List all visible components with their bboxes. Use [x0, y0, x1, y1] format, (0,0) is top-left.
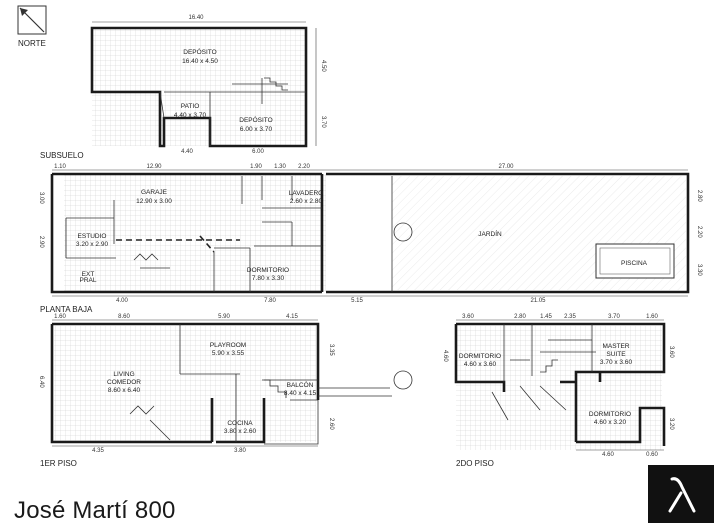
- dim-p1-bottom-2: 3.80: [234, 448, 246, 454]
- lambda-logo-icon: [668, 477, 696, 513]
- dim-pb-top-6: 27.00: [498, 164, 514, 170]
- dim-p2-top-4: 2.35: [564, 314, 576, 320]
- dim-p1-top-4: 4.15: [286, 314, 298, 320]
- dim-p2-top-2: 2.80: [514, 314, 526, 320]
- dim-p2-bottom-1: 4.60: [602, 452, 614, 458]
- room-deposito-1-name: DEPÓSITO: [183, 47, 216, 56]
- room-piscina-name: PISCINA: [621, 260, 648, 267]
- room-deposito-1-size: 16.40 x 4.50: [182, 58, 218, 65]
- room-ext-sub: PRAL: [80, 277, 97, 284]
- dim-pb-bottom-4: 21.05: [530, 298, 546, 304]
- room-lavadero-name: LAVADERO: [289, 190, 323, 197]
- dim-p1-top-1: 1.60: [54, 314, 66, 320]
- section-primer-piso: 1ER PISO: [40, 459, 77, 468]
- dim-pb-top-5: 2.20: [298, 164, 310, 170]
- room-playroom-size: 5.90 x 3.55: [212, 350, 245, 357]
- dim-p2-top-6: 1.60: [646, 314, 658, 320]
- page-title: José Martí 800: [14, 497, 176, 524]
- subsuelo-plan: [90, 26, 308, 148]
- section-segundo-piso: 2DO PISO: [456, 459, 494, 468]
- dim-pb-bottom-1: 4.00: [116, 298, 128, 304]
- dim-pb-right-3: 3.30: [696, 264, 702, 276]
- dim-pb-top-2: 12.90: [146, 164, 162, 170]
- room-balcon-size: 8.40 x 4.15: [284, 390, 317, 397]
- room-dormitorio-2b-name: DORMITORIO: [589, 411, 631, 418]
- dim-pb-right-1: 2.80: [696, 190, 702, 202]
- room-cocina-size: 3.80 x 2.60: [224, 428, 257, 435]
- north-label: NORTE: [18, 39, 46, 48]
- brand-logo: [648, 465, 714, 523]
- room-living-name: LIVING: [113, 371, 134, 378]
- dim-pb-left-1: 3.00: [38, 192, 44, 204]
- room-ext-name: EXT: [82, 271, 95, 278]
- section-subsuelo: SUBSUELO: [40, 151, 84, 160]
- room-dormitorio-pb-name: DORMITORIO: [247, 267, 289, 274]
- dim-ss-right-1: 4.50: [320, 60, 326, 72]
- primer-piso-plan: [50, 322, 413, 445]
- dim-pb-bottom-2: 7.80: [264, 298, 276, 304]
- dim-p2-bottom-2: 0.60: [646, 452, 658, 458]
- room-playroom-name: PLAYROOM: [210, 342, 246, 349]
- room-patio-name: PATIO: [181, 103, 200, 110]
- room-lavadero-size: 2.60 x 2.80: [290, 198, 323, 205]
- room-deposito-2-size: 6.00 x 3.70: [240, 126, 273, 133]
- dim-p1-bottom-1: 4.35: [92, 448, 104, 454]
- room-master-name: MASTER: [602, 343, 629, 350]
- dim-p1-top-2: 8.60: [118, 314, 130, 320]
- dim-pb-left-2: 2.90: [38, 236, 44, 248]
- room-dormitorio-2b-size: 4.60 x 3.20: [594, 419, 627, 426]
- dim-p2-right-2: 3.20: [668, 418, 674, 430]
- room-master-name2: SUITE: [606, 351, 626, 358]
- planta-baja-plan: [50, 172, 690, 294]
- room-dormitorio-pb-size: 7.80 x 3.30: [252, 275, 285, 282]
- pb-dim-top: 1.10 12.90 1.90 1.30 2.20 27.00: [52, 164, 688, 171]
- dim-p1-top-3: 5.90: [218, 314, 230, 320]
- dim-p1-right-2: 2.60: [328, 418, 334, 430]
- north-arrow-icon: [17, 5, 47, 35]
- dim-pb-top-4: 1.30: [274, 164, 286, 170]
- room-patio-size: 4.40 x 3.70: [174, 112, 207, 119]
- room-jardin-name: JARDÍN: [478, 229, 502, 238]
- dim-p2-top-1: 3.60: [462, 314, 474, 320]
- dim-pb-top-1: 1.10: [54, 164, 66, 170]
- dim-ss-right-2: 3.70: [320, 116, 326, 128]
- segundo-piso-plan: [454, 322, 666, 450]
- dim-p2-left: 4.60: [442, 350, 448, 362]
- room-garaje-name: GARAJE: [141, 189, 168, 196]
- room-estudio-size: 3.20 x 2.90: [76, 241, 109, 248]
- room-dormitorio-2a-size: 4.60 x 3.60: [464, 361, 497, 368]
- dim-ss-bottom-2: 6.00: [252, 149, 264, 155]
- dim-ss-bottom-1: 4.40: [181, 149, 193, 155]
- room-living-size: 8.60 x 6.40: [108, 387, 141, 394]
- room-dormitorio-2a-name: DORMITORIO: [459, 353, 501, 360]
- dim-pb-top-3: 1.90: [250, 164, 262, 170]
- room-master-size: 3.70 x 3.60: [600, 359, 633, 366]
- dim-p1-right-1: 3.35: [328, 344, 334, 356]
- dim-ss-top: 16.40: [188, 15, 204, 21]
- room-balcon-name: BALCÓN: [287, 380, 314, 389]
- section-planta-baja: PLANTA BAJA: [40, 305, 93, 314]
- room-garaje-size: 12.90 x 3.00: [136, 198, 172, 205]
- room-living-name2: COMEDOR: [107, 379, 141, 386]
- dim-pb-right-2: 2.20: [696, 226, 702, 238]
- room-cocina-name: COCINA: [227, 420, 253, 427]
- dim-p2-top-5: 3.70: [608, 314, 620, 320]
- room-estudio-name: ESTUDIO: [78, 233, 107, 240]
- dim-p1-left: 6.40: [38, 376, 44, 388]
- dim-p2-top-3: 1.45: [540, 314, 552, 320]
- dim-p2-right-1: 3.60: [668, 346, 674, 358]
- dim-pb-bottom-3: 5.15: [351, 298, 363, 304]
- room-deposito-2-name: DEPÓSITO: [239, 115, 272, 124]
